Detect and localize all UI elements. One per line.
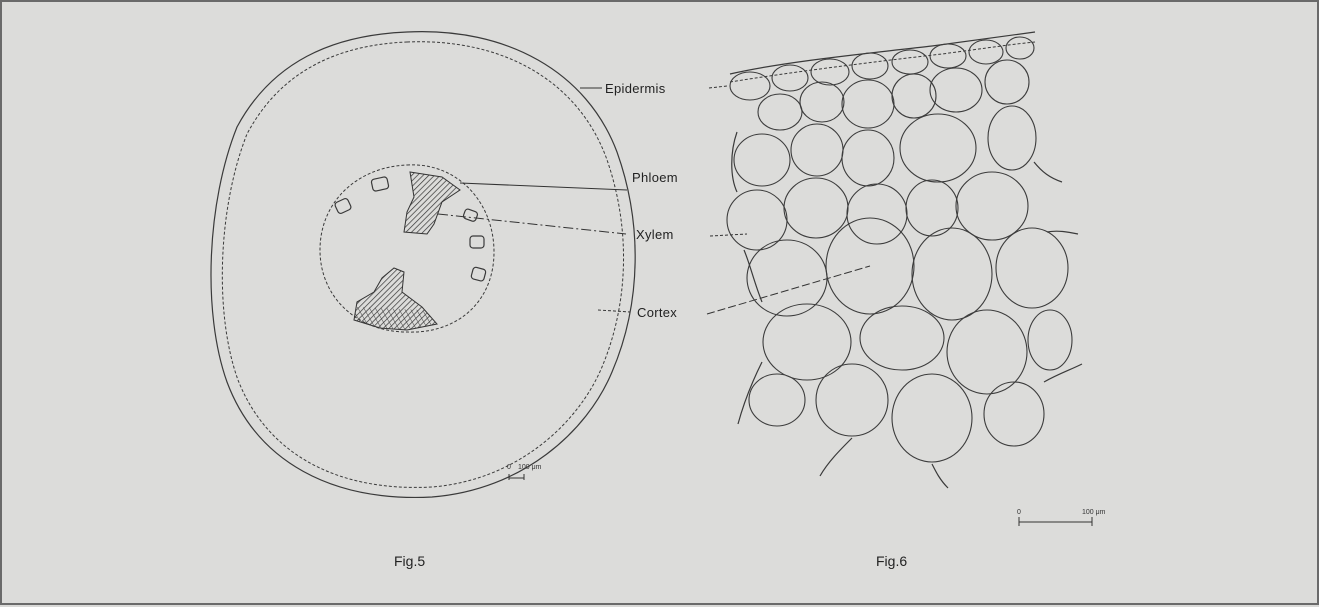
leader-xylem-fig6	[710, 234, 747, 236]
fig6-tissue	[727, 32, 1082, 488]
caption-fig6: Fig.6	[876, 553, 907, 569]
tissue-edge-stroke	[1047, 231, 1078, 234]
fig5-scale-length: 100 μm	[518, 464, 542, 471]
cortex-cell	[1028, 310, 1072, 370]
cortex-cell	[800, 82, 844, 122]
epidermal-cell	[892, 50, 928, 74]
epidermal-cell	[969, 40, 1003, 64]
fig6-scale-length: 100 μm	[1082, 509, 1106, 516]
cortex-cell	[791, 124, 843, 176]
fig6-scale-zero: 0	[1017, 509, 1021, 516]
cortex-cell	[758, 94, 802, 130]
fig5-scale-zero: 0	[507, 464, 511, 471]
cortex-cell	[985, 60, 1029, 104]
label-phloem: Phloem	[632, 170, 678, 185]
tissue-edge-stroke	[1044, 364, 1082, 382]
label-xylem: Xylem	[636, 227, 674, 242]
cortex-cell	[912, 228, 992, 320]
cortex-cell	[892, 374, 972, 462]
label-cortex: Cortex	[637, 305, 677, 320]
leader-epidermis-fig6	[709, 86, 727, 88]
stele-cell-2	[334, 198, 352, 215]
label-epidermis: Epidermis	[605, 81, 666, 96]
fig6-epidermis-top	[730, 32, 1035, 74]
tissue-edge-stroke	[820, 438, 852, 476]
epidermal-cell	[930, 44, 966, 68]
tissue-edge-stroke	[932, 464, 948, 488]
cortex-cell	[996, 228, 1068, 308]
epidermal-cell	[730, 72, 770, 100]
cortex-cell	[984, 382, 1044, 446]
epidermal-cell	[1006, 37, 1034, 59]
tissue-edge-stroke	[1034, 162, 1062, 182]
cortex-cell	[749, 374, 805, 426]
cortex-cell	[930, 68, 982, 112]
epidermal-cell	[852, 53, 888, 79]
cortex-cell	[860, 306, 944, 370]
leader-cortex-fig6	[707, 266, 870, 314]
cortex-cell	[900, 114, 976, 182]
cortex-cell	[947, 310, 1027, 394]
cortex-cell	[784, 178, 848, 238]
epidermal-cell	[811, 59, 849, 85]
vascular-bundle-upper	[404, 172, 460, 234]
cortex-cell	[842, 80, 894, 128]
cortex-cell	[988, 106, 1036, 170]
epidermal-cell	[772, 65, 808, 91]
cortex-cell	[892, 74, 936, 118]
stele-cell-4	[470, 236, 484, 248]
cortex-cell	[763, 304, 851, 380]
cortex-cell	[734, 134, 790, 186]
cortex-cell	[956, 172, 1028, 240]
cortex-cell	[847, 184, 907, 244]
stele-cell-1	[371, 176, 389, 191]
cortex-cell	[842, 130, 894, 186]
leader-cortex	[598, 310, 630, 312]
cortex-cell	[816, 364, 888, 436]
stele-cell-3	[463, 208, 479, 222]
caption-fig5: Fig.5	[394, 553, 425, 569]
leader-phloem	[460, 183, 627, 190]
epidermis-inner-outline	[222, 42, 623, 488]
leader-xylem	[438, 214, 626, 234]
stele-cell-5	[471, 267, 487, 282]
fig5-cross-section: 0 100 μm	[211, 32, 635, 498]
